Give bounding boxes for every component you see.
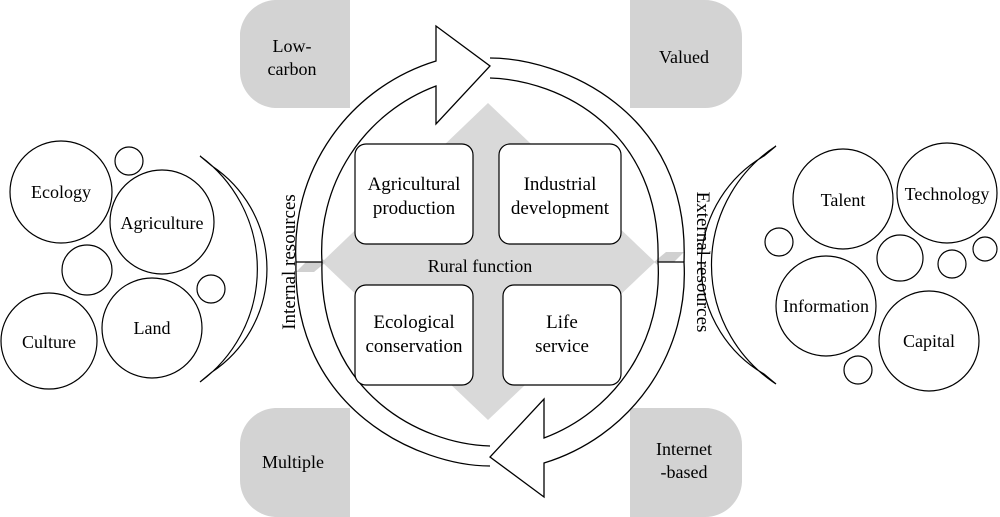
external-resources-group [700,142,998,392]
agriculture-circle [109,169,215,275]
function-box-agricultural-production: Agricultural production [354,143,474,245]
small-circle-4 [764,227,794,257]
internal-ecology-label: Ecology [31,182,91,202]
small-circle-2 [61,244,113,296]
cycle-ring-right-inner [489,77,659,263]
ecological-line2: conservation [365,336,463,357]
cycle-arrow-bottom [489,261,685,499]
internal-agriculture-label: Agriculture [121,213,204,233]
function-box-industrial-development: Industrial development [498,143,622,245]
valued-label: Valued [659,47,709,67]
small-circle-7 [972,236,998,262]
agricultural-line2: production [373,198,456,219]
technology-circle [896,142,998,244]
external-bracket [700,145,777,385]
corner-tag-valued: Valued [630,0,742,109]
industrial-line2: development [511,198,610,219]
small-circle-8 [843,355,873,385]
low-carbon-line2: carbon [268,59,317,79]
internal-land-label: Land [134,318,171,338]
function-box-life-service: Life service [502,284,622,386]
life-line1: Life [546,312,578,333]
multiple-label: Multiple [262,452,324,472]
culture-circle [0,292,98,390]
cycle-ring-left [295,261,491,467]
ecological-line1: Ecological [373,312,454,333]
external-technology-label: Technology [905,184,990,204]
small-circle-3 [196,274,226,304]
internal-resources-group [0,140,268,390]
cycle-arrow-top [295,24,491,263]
life-line2: service [535,336,589,357]
low-carbon-line1: Low- [273,36,312,56]
industrial-line1: Industrial [524,174,597,195]
small-circle-6 [937,249,967,279]
internal-resources-label: Internal resources [279,194,300,330]
internet-based-line1: Internet [656,439,712,459]
cycle-ring-right [489,57,685,263]
small-circle-5 [876,234,924,282]
talent-circle [792,148,894,250]
land-circle [101,277,203,379]
small-circle-1 [114,146,144,176]
external-resources-label: External resources [692,192,713,333]
corner-tag-low-carbon: Low- carbon [240,0,350,108]
corner-tag-internet-based: Internet -based [630,408,742,517]
internal-bracket [199,155,268,383]
external-information-label: Information [783,296,869,316]
internet-based-line2: -based [661,462,708,482]
information-circle [775,255,877,357]
capital-circle [878,290,980,392]
function-box-ecological-conservation: Ecological conservation [354,284,474,386]
corner-tag-multiple: Multiple [239,408,350,517]
ecology-circle [9,140,113,244]
center-label: Rural function [428,256,532,276]
external-capital-label: Capital [903,331,955,351]
cycle-arrows [295,24,685,499]
external-talent-label: Talent [821,190,866,210]
internal-culture-label: Culture [22,332,76,352]
agricultural-line1: Agricultural [368,174,461,195]
cycle-ring-left-inner [321,261,491,447]
